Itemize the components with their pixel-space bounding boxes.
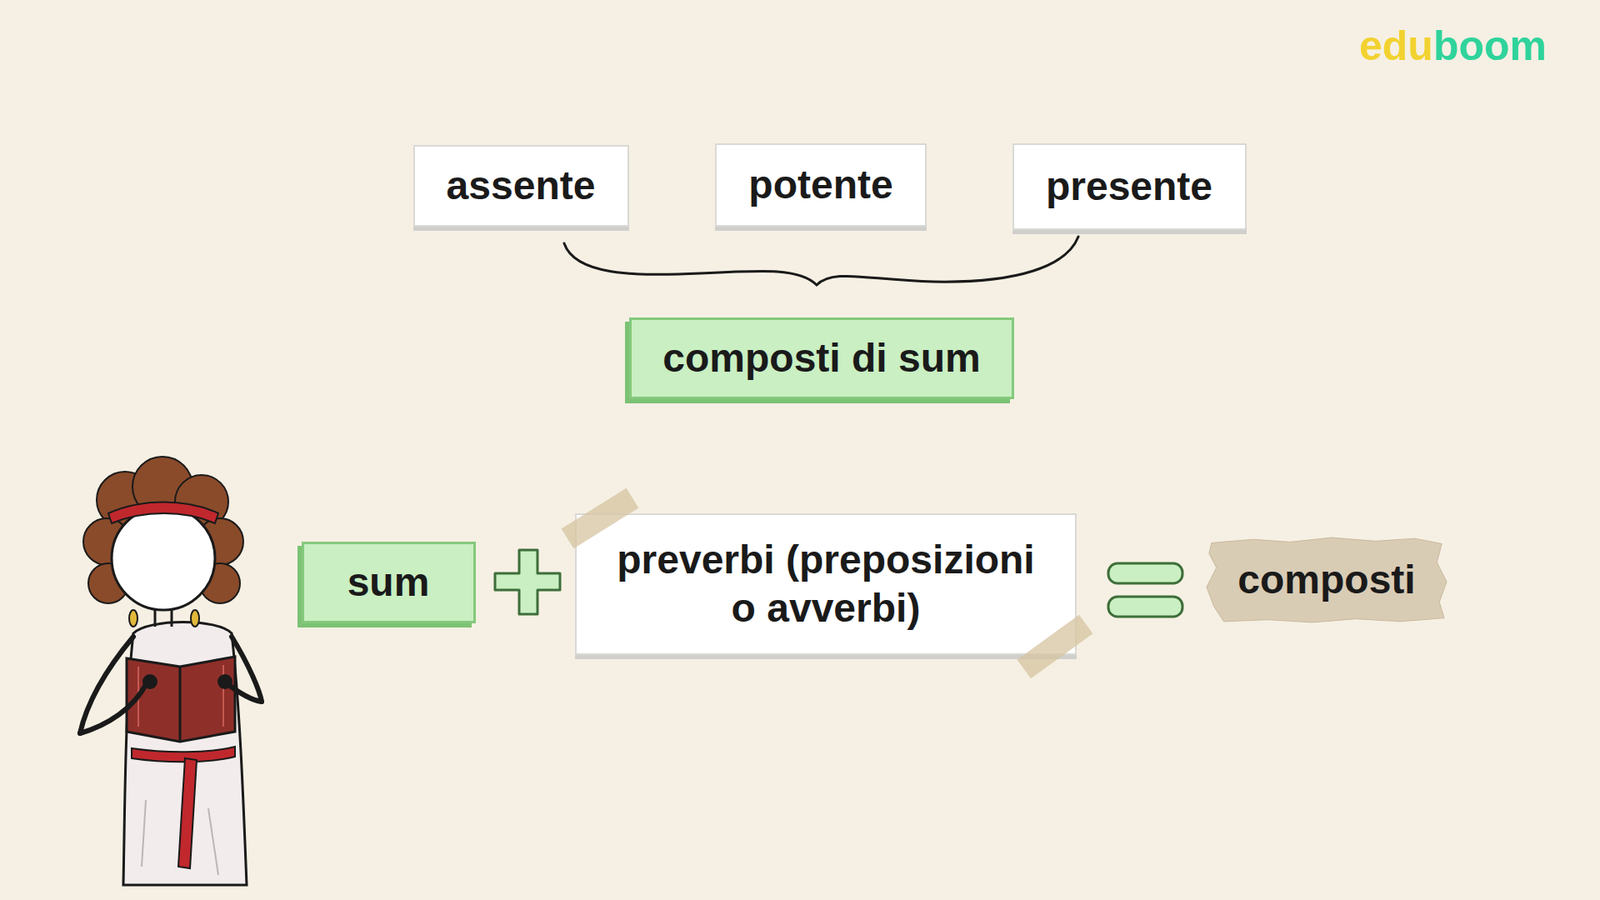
equals-sign xyxy=(1108,563,1183,584)
word-box: potente xyxy=(715,143,927,227)
result-paper: composti xyxy=(1204,535,1450,625)
term-box: preverbi (preposizioni o avverbi) xyxy=(575,513,1077,655)
student-figure xyxy=(80,456,262,885)
node-label: composti di sum xyxy=(662,334,980,383)
category-box: composti di sum xyxy=(629,317,1015,400)
node-label: preverbi (preposizioni o avverbi) xyxy=(608,535,1044,632)
term-box: sum xyxy=(301,541,476,624)
node-label: presente xyxy=(1045,162,1213,211)
curly-brace xyxy=(564,236,1079,285)
equals-sign xyxy=(1108,596,1183,617)
word-box: presente xyxy=(1012,143,1247,230)
node-label: sum xyxy=(347,558,430,607)
tape-strip xyxy=(1017,615,1094,680)
brand-logo: edu xyxy=(1359,25,1434,67)
node-label: assente xyxy=(446,161,596,210)
plus-sign xyxy=(495,550,560,615)
word-box: assente xyxy=(413,145,630,227)
brand-logo: boom xyxy=(1433,25,1547,67)
node-label: composti xyxy=(1237,555,1415,605)
node-label: potente xyxy=(748,160,893,210)
torn-paper-shape xyxy=(1206,537,1447,623)
